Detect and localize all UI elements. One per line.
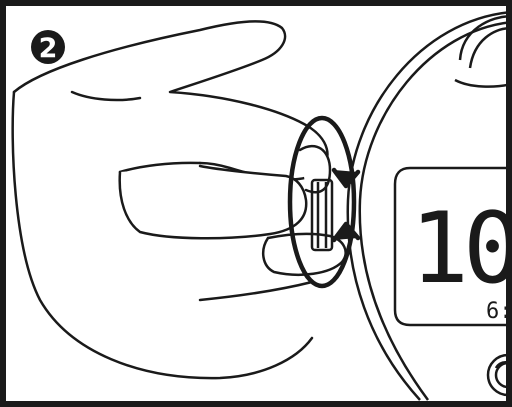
device-top-bump [458,14,512,61]
display-window [393,166,512,327]
display-time: 10: [410,192,512,306]
display-sub: 6: [486,299,512,324]
device-top-bump-inner [468,26,512,69]
step-badge: 2 [31,30,65,64]
step-badge-circle [31,30,65,64]
knuckle-line-1 [70,90,142,102]
middle-finger [118,164,308,240]
step-number: 2 [39,33,58,64]
alarm-clock-device [346,10,512,401]
dial-wheel [310,178,334,252]
wrist-line [198,280,314,302]
device-inner-rim [358,20,512,401]
hand-illustration [11,20,347,380]
device-outline [346,10,512,401]
device-top-bump-base [454,78,512,88]
knuckle-line-2 [118,161,202,174]
rotary-knob-icon [486,353,512,397]
rotate-arrows-icon [287,115,361,289]
